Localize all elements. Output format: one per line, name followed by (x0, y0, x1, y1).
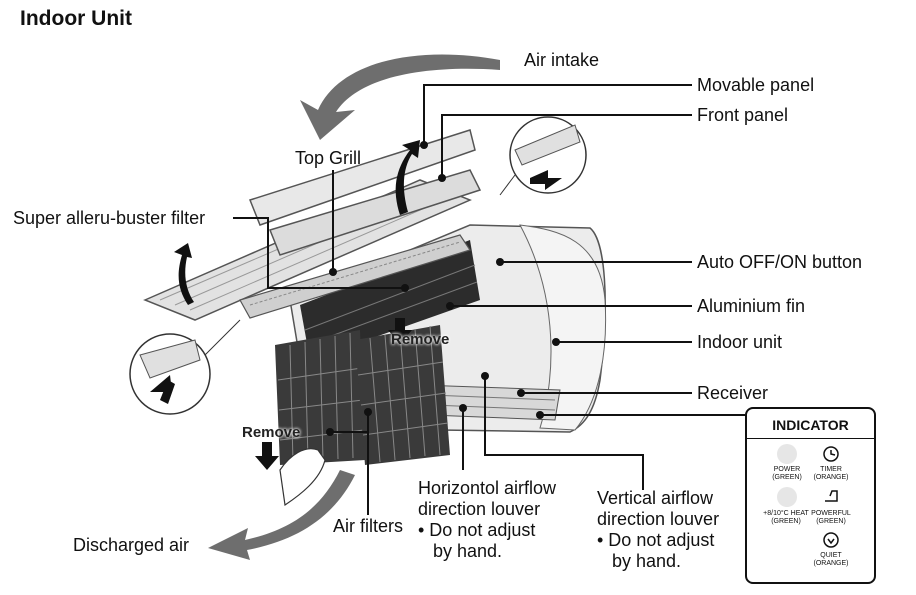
quiet-color-text: (ORANGE) (813, 560, 849, 567)
indicator-icons (777, 444, 839, 548)
power-text: POWER (773, 466, 801, 473)
horizontal-louver-line1: Horizontol airflow (418, 478, 557, 498)
heat-label: +8/10°C HEAT (GREEN) (755, 510, 817, 526)
indicator-title: INDICATOR (772, 417, 849, 433)
page-title: Indoor Unit (20, 7, 132, 30)
heat-color-text: (GREEN) (771, 518, 801, 525)
open-arrow-left (174, 243, 194, 305)
quiet-icon (823, 532, 839, 548)
power-color-text: (GREEN) (772, 474, 802, 481)
timer-color-text: (ORANGE) (813, 474, 849, 481)
discharged-air-arrow (208, 470, 355, 560)
horizontal-note-line2: by hand. (433, 541, 503, 561)
label-front-panel: Front panel (697, 105, 789, 125)
timer-label: TIMER (ORANGE) (803, 466, 859, 482)
remove-down-arrow-upper (388, 318, 412, 344)
label-remove-lower: Remove (242, 424, 301, 441)
label-discharged-air: Discharged air (73, 535, 190, 555)
label-remove-upper: Remove (391, 331, 450, 348)
powerful-label: POWERFUL (GREEN) (803, 510, 859, 526)
heat-text: +8/10°C HEAT (763, 510, 809, 517)
vertical-louver-line1: Vertical airflow (597, 488, 714, 508)
inset-right (509, 116, 587, 194)
super-filter (239, 234, 471, 319)
quiet-text: QUIET (820, 552, 842, 559)
power-label: POWER (GREEN) (759, 466, 815, 482)
vertical-louver-line2: direction louver (597, 509, 720, 529)
remove-down-arrow-lower (255, 442, 279, 470)
label-air-filters: Air filters (333, 516, 404, 536)
powerful-text: POWERFUL (811, 510, 851, 517)
heat-lamp (777, 487, 797, 507)
label-movable-panel: Movable panel (697, 75, 815, 95)
label-horizontal-louver: Horizontol airflow direction louver • Do… (418, 478, 556, 562)
indicator-divider (747, 438, 874, 439)
leader-lines (233, 84, 745, 515)
label-indoor-unit: Indoor unit (697, 332, 783, 352)
label-auto-button: Auto OFF/ON button (697, 252, 863, 272)
air-filter-right (355, 325, 450, 465)
inset-left (129, 333, 211, 415)
quiet-label: QUIET (ORANGE) (803, 552, 859, 568)
label-receiver: Receiver (697, 383, 769, 403)
timer-icon (823, 446, 839, 462)
air-intake-arrow (300, 54, 500, 141)
hand-sketch (279, 448, 326, 507)
vertical-note-line2: by hand. (612, 551, 682, 571)
air-filter-left (275, 330, 365, 465)
label-aluminium-fin: Aluminium fin (697, 296, 806, 316)
label-super-filter: Super alleru-buster filter (13, 208, 206, 228)
horizontal-note-line1: • Do not adjust (418, 520, 536, 540)
powerful-color-text: (GREEN) (816, 518, 846, 525)
label-vertical-louver: Vertical airflow direction louver • Do n… (597, 488, 719, 572)
label-air-intake: Air intake (524, 50, 600, 70)
open-arrow-right (395, 140, 420, 215)
indicator-panel: INDICATOR POWER (GREEN) TIMER (ORANGE) +… (745, 407, 876, 584)
power-lamp (777, 444, 797, 464)
timer-text: TIMER (820, 466, 842, 473)
vertical-note-line1: • Do not adjust (597, 530, 715, 550)
powerful-icon (825, 490, 838, 502)
label-top-grill: Top Grill (295, 148, 362, 168)
horizontal-louver-line2: direction louver (418, 499, 541, 519)
